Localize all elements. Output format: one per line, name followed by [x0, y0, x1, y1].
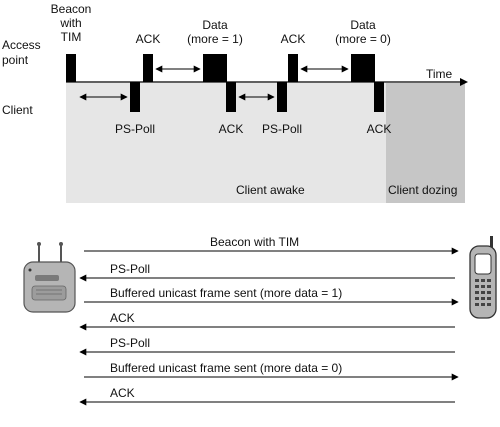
access-point-label-line1: Access [2, 38, 41, 52]
beacon-label-line1: Beacon [50, 2, 92, 16]
ack-frame-4 [374, 82, 384, 112]
data-label-1: Data (more = 1) [180, 18, 250, 46]
beacon-label: Beacon with TIM [40, 2, 102, 44]
ack-label-2: ACK [280, 32, 306, 46]
message-label-5: PS-Poll [110, 336, 151, 350]
data-label-1-line2: (more = 1) [187, 32, 243, 46]
time-axis-arrowhead [460, 78, 468, 86]
client-awake-label: Client awake [236, 183, 305, 197]
message-label-1: Beacon with TIM [210, 235, 300, 249]
ps-poll-label-2: PS-Poll [261, 122, 302, 136]
data-label-2-line2: (more = 0) [335, 32, 391, 46]
ack-label-3: ACK [218, 122, 244, 136]
message-label-2: PS-Poll [110, 262, 151, 276]
ps-poll-label-1: PS-Poll [114, 122, 155, 136]
access-point-label-line2: point [2, 53, 29, 67]
data-frame-2 [351, 54, 375, 82]
ack-frame-3 [226, 82, 236, 112]
beacon-frame [66, 54, 76, 82]
access-point-icon [23, 242, 76, 313]
beacon-label-line2: with [60, 16, 82, 30]
client-dozing-region [386, 83, 465, 203]
access-point-label: Access point [2, 38, 41, 68]
mobile-phone-icon [469, 236, 497, 319]
ack-label-1: ACK [135, 32, 161, 46]
ps-poll-frame-2 [277, 82, 287, 112]
data-frame-1 [203, 54, 227, 82]
message-label-3: Buffered unicast frame sent (more data =… [110, 286, 343, 300]
ack-frame-1 [143, 54, 153, 82]
message-label-4: ACK [110, 311, 135, 325]
message-label-6: Buffered unicast frame sent (more data =… [110, 361, 343, 375]
ack-frame-2 [288, 54, 298, 82]
data-label-1-line1: Data [202, 18, 228, 32]
data-label-2-line1: Data [350, 18, 376, 32]
data-label-2: Data (more = 0) [328, 18, 398, 46]
client-dozing-label: Client dozing [388, 183, 458, 197]
beacon-label-line3: TIM [60, 30, 82, 44]
time-label: Time [426, 67, 453, 81]
message-label-7: ACK [110, 386, 135, 400]
client-label: Client [2, 103, 33, 117]
ps-poll-frame-1 [130, 82, 140, 112]
message-arrows [79, 247, 459, 406]
ack-label-4: ACK [366, 122, 392, 136]
